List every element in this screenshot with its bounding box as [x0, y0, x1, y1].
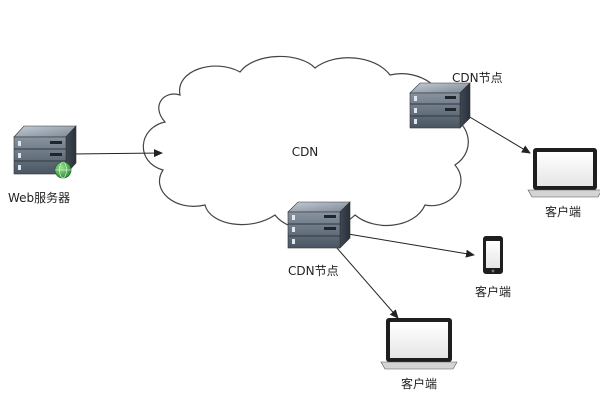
link-bottomnode-to-phone — [347, 233, 475, 258]
laptop-icon-bottom — [380, 318, 458, 370]
laptop-icon-right — [527, 148, 600, 198]
cdn-node-bottom-label: CDN节点 — [288, 264, 339, 278]
cdn-cloud-shape — [142, 55, 469, 231]
cdn-node-bottom-server-icon — [287, 201, 351, 249]
client-laptop-right-label: 客户端 — [545, 204, 581, 219]
phone-icon — [483, 236, 503, 274]
client-phone-label: 客户端 — [475, 284, 511, 299]
cdn-cloud-label: CDN — [292, 145, 319, 159]
link-bottomnode-to-laptop — [329, 239, 399, 319]
web-server-label: Web服务器 — [8, 190, 70, 205]
link-webserver-to-cdn — [71, 149, 163, 158]
globe-icon — [54, 161, 72, 179]
client-laptop-bottom-label: 客户端 — [401, 376, 437, 391]
cdn-node-top-label: CDN节点 — [452, 71, 503, 85]
cdn-node-top-server-icon — [409, 82, 471, 129]
